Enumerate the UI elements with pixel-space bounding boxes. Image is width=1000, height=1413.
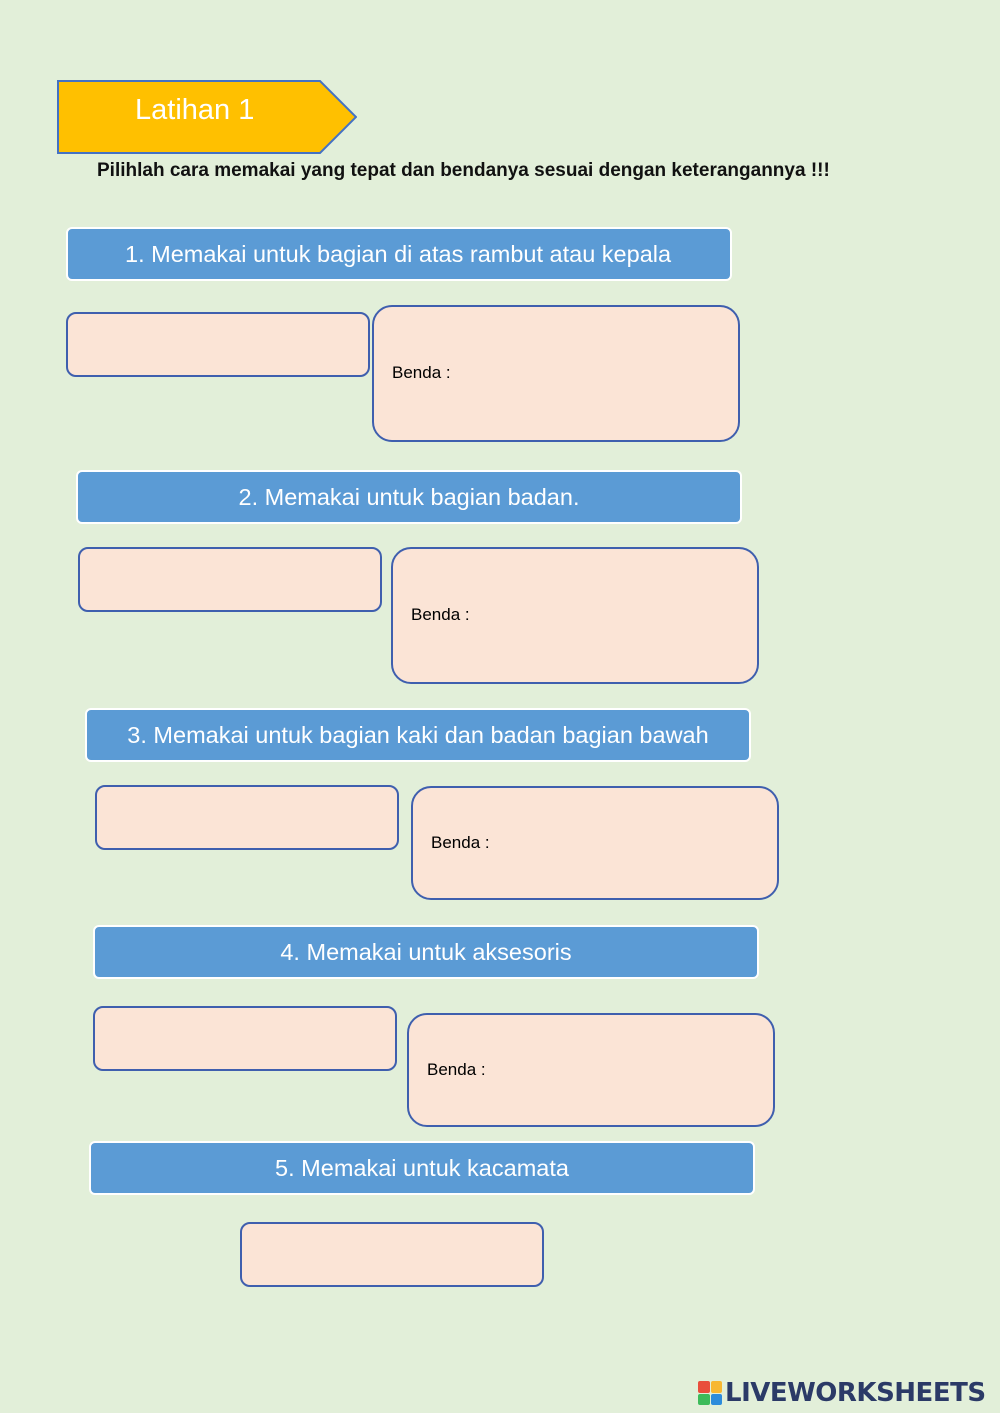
benda-label: Benda : (392, 363, 451, 382)
question-3-answer-box[interactable] (95, 785, 399, 850)
benda-label: Benda : (431, 833, 490, 852)
page-title: Latihan 1 (135, 94, 255, 126)
question-4-bar: 4. Memakai untuk aksesoris (93, 925, 759, 979)
question-5-answer-box[interactable] (240, 1222, 544, 1287)
logo-mark-icon (698, 1381, 722, 1405)
question-4-benda-box[interactable]: Benda : (407, 1013, 775, 1127)
question-1-bar: 1. Memakai untuk bagian di atas rambut a… (66, 227, 732, 281)
question-2-answer-box[interactable] (78, 547, 382, 612)
question-3-bar: 3. Memakai untuk bagian kaki dan badan b… (85, 708, 751, 762)
liveworksheets-logo: LIVEWORKSHEETS (698, 1376, 986, 1410)
title-tab-shape (57, 80, 357, 154)
question-4-answer-box[interactable] (93, 1006, 397, 1071)
question-1-benda-box[interactable]: Benda : (372, 305, 740, 442)
question-5-bar: 5. Memakai untuk kacamata (89, 1141, 755, 1195)
title-tab: Latihan 1 (57, 80, 357, 155)
question-2-benda-box[interactable]: Benda : (391, 547, 759, 684)
question-3-benda-box[interactable]: Benda : (411, 786, 779, 900)
question-1-answer-box[interactable] (66, 312, 370, 377)
brand-name: LIVEWORKSHEETS (725, 1378, 986, 1408)
instruction-text: Pilihlah cara memakai yang tepat dan ben… (97, 160, 830, 181)
benda-label: Benda : (411, 605, 470, 624)
question-2-bar: 2. Memakai untuk bagian badan. (76, 470, 742, 524)
benda-label: Benda : (427, 1060, 486, 1079)
